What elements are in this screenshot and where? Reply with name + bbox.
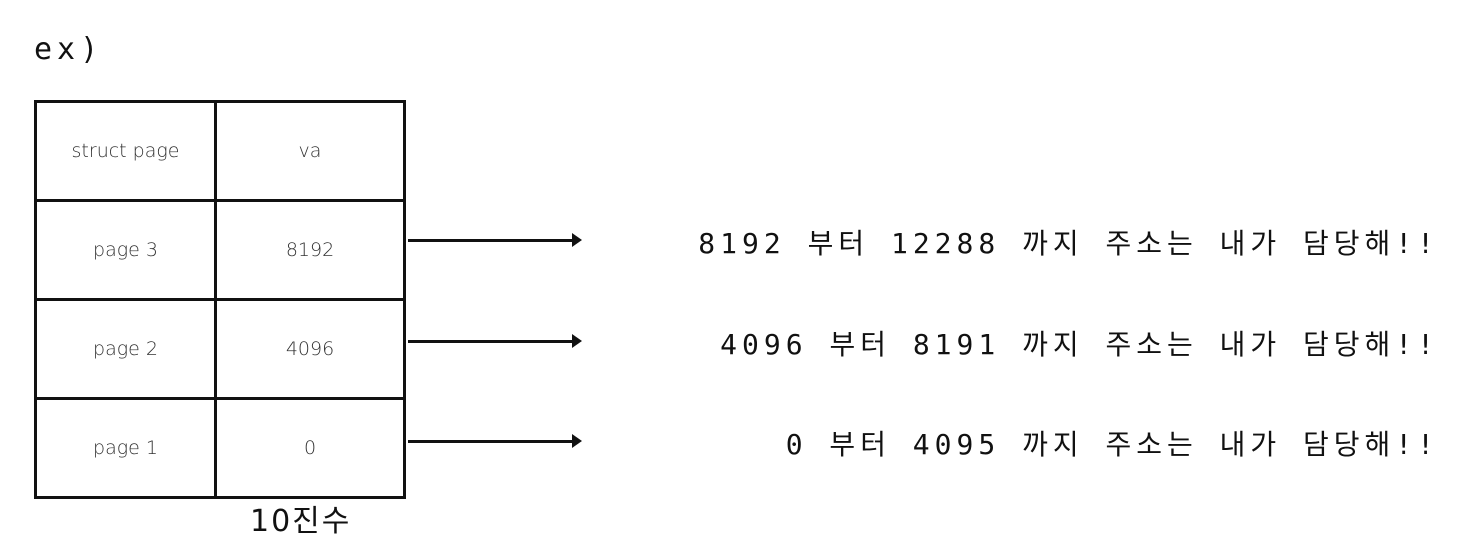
table-row: page 1 0 (34, 397, 406, 499)
arrow-page-2 (408, 334, 582, 348)
note-page-2: 4096 부터 8191 까지 주소는 내가 담당해!! (720, 328, 1439, 361)
table-row: page 2 4096 (34, 298, 406, 400)
cell-va: 8192 (214, 199, 406, 301)
cell-page: page 3 (34, 199, 217, 301)
page-table: struct page va page 3 8192 page 2 4096 p… (34, 100, 406, 499)
cell-va: 0 (214, 397, 406, 499)
arrow-page-1 (408, 434, 582, 448)
header-va: va (214, 100, 406, 202)
cell-page: page 1 (34, 397, 217, 499)
radix-label: 10진수 (250, 504, 352, 539)
table-header-row: struct page va (34, 100, 406, 202)
header-struct-page: struct page (34, 100, 217, 202)
note-page-3: 8192 부터 12288 까지 주소는 내가 담당해!! (698, 227, 1439, 260)
page-table-container: struct page va page 3 8192 page 2 4096 p… (34, 100, 406, 499)
cell-page: page 2 (34, 298, 217, 400)
table-row: page 3 8192 (34, 199, 406, 301)
example-heading: ex) (34, 32, 104, 67)
cell-va: 4096 (214, 298, 406, 400)
arrow-page-3 (408, 233, 582, 247)
note-page-1: 0 부터 4095 까지 주소는 내가 담당해!! (785, 428, 1439, 461)
